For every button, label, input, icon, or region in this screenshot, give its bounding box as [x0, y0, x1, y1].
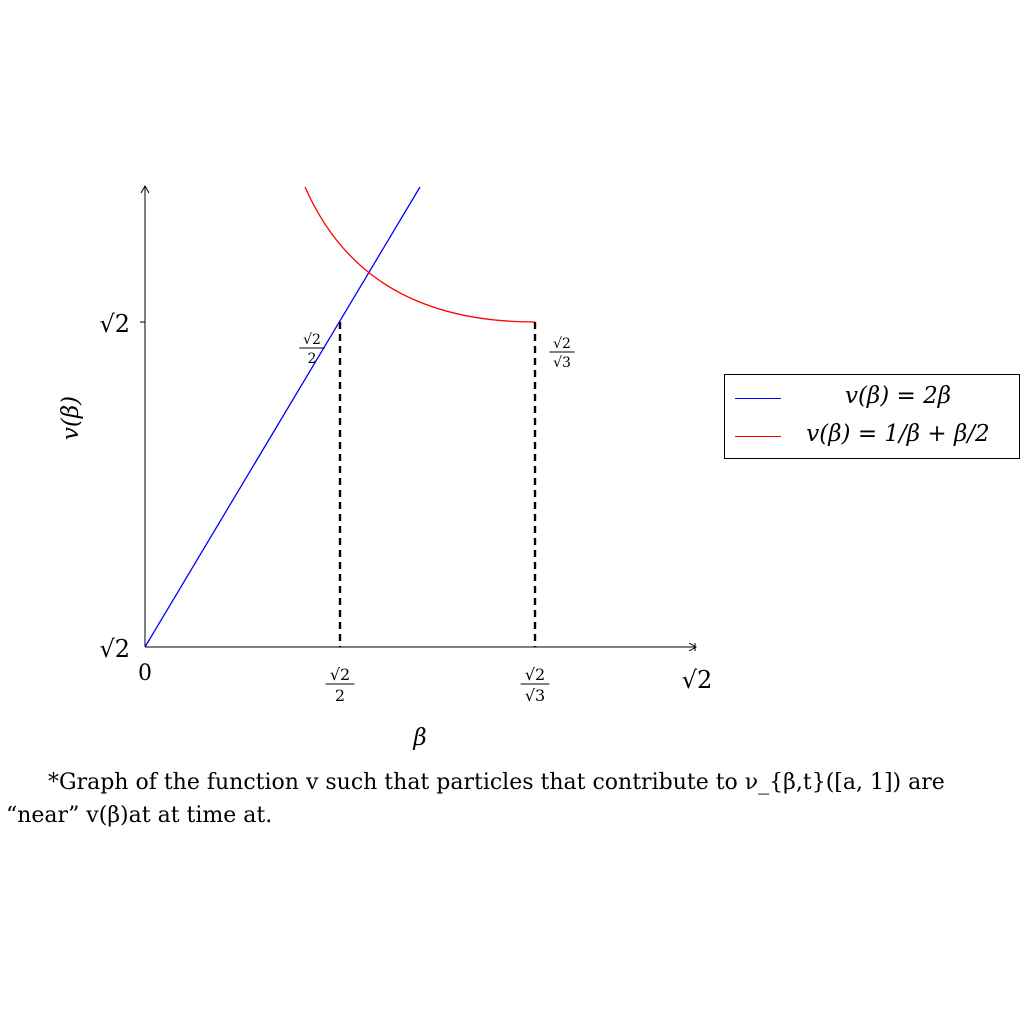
chart: 0√22√2√3√2√2√2√22√2√3 β v(β) — [58, 184, 712, 751]
annotation-label-0-den: 2 — [308, 351, 317, 367]
annotation-label-0: √22 — [299, 332, 325, 367]
x-axis-arrow — [688, 642, 698, 652]
annotation-label-1-den: √3 — [553, 355, 571, 371]
tick-layer: 0√22√2√3√2√2√2√22√2√3 — [99, 310, 712, 705]
x-tick-label-1-den: 2 — [335, 686, 345, 705]
y-tick-label-0: √2 — [99, 635, 130, 663]
x-tick-label-3: √2 — [682, 666, 713, 694]
x-tick-label-2: √2√3 — [520, 665, 550, 705]
annotation-layer — [338, 322, 537, 647]
x-tick-label-1-num: √2 — [330, 665, 350, 684]
annotation-label-1-num: √2 — [553, 336, 571, 352]
series-line-1 — [304, 186, 536, 323]
x-tick-label-2-den: √3 — [525, 686, 545, 705]
figure-caption: *Graph of the function v such that parti… — [6, 766, 1006, 832]
legend-entry-0: v(β) = 2β — [725, 381, 1019, 415]
axes — [140, 184, 698, 652]
legend: v(β) = 2β v(β) = 1/β + β/2 — [724, 374, 1020, 459]
legend-label-1: v(β) = 1/β + β/2 — [806, 421, 990, 447]
y-tick-label-1: √2 — [99, 310, 130, 338]
x-axis-label: β — [412, 725, 426, 751]
legend-swatch-1 — [735, 436, 781, 437]
legend-entry-1: v(β) = 1/β + β/2 — [725, 419, 1019, 453]
y-axis-arrow — [140, 184, 150, 194]
x-tick-label-2-num: √2 — [525, 665, 545, 684]
legend-swatch-0 — [735, 398, 781, 399]
y-axis-label: v(β) — [58, 396, 84, 440]
x-tick-label-1: √22 — [325, 665, 355, 705]
series-layer — [144, 186, 536, 648]
x-tick-label-0: 0 — [138, 661, 152, 686]
legend-label-0: v(β) = 2β — [844, 383, 952, 409]
caption-text: *Graph of the function v such that parti… — [6, 770, 945, 828]
series-line-0 — [144, 186, 421, 648]
annotation-label-1: √2√3 — [549, 336, 575, 371]
annotation-label-0-num: √2 — [303, 332, 321, 348]
